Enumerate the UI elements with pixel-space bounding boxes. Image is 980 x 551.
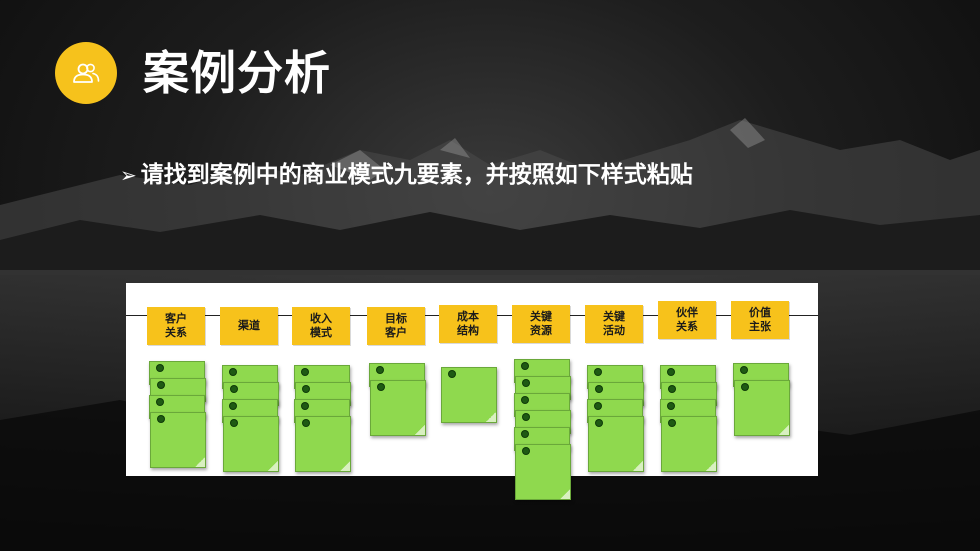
page-curl [560, 489, 570, 499]
instruction-line: ➢ 请找到案例中的商业模式九要素，并按照如下样式粘贴 [120, 158, 693, 192]
pushpin-icon [596, 420, 602, 426]
pushpin-icon [157, 399, 163, 405]
element-label: 目标 客户 [367, 307, 425, 345]
page-title: 案例分析 [143, 46, 331, 100]
page-curl [195, 457, 205, 467]
arrow-bullet-icon: ➢ [120, 163, 137, 187]
pushpin-icon [230, 369, 236, 375]
pushpin-icon [378, 384, 384, 390]
sticky-note [150, 412, 206, 468]
people-icon [73, 63, 100, 83]
element-label: 关键 资源 [512, 305, 570, 343]
page-curl [268, 461, 278, 471]
element-label: 价值 主张 [731, 301, 789, 339]
pushpin-icon [523, 414, 529, 420]
page-curl [486, 412, 496, 422]
sticky-note [588, 416, 644, 472]
element-label: 关键 活动 [585, 305, 643, 343]
pushpin-icon [302, 369, 308, 375]
sticky-note [223, 416, 279, 472]
pushpin-icon [522, 397, 528, 403]
page-curl [706, 461, 716, 471]
pushpin-icon [449, 371, 455, 377]
pushpin-icon [303, 386, 309, 392]
pushpin-icon [669, 420, 675, 426]
page-curl [415, 425, 425, 435]
business-model-canvas: 客户 关系渠道收入 模式目标 客户成本 结构关键 资源关键 活动伙伴 关系价值 … [126, 283, 818, 500]
pushpin-icon [303, 420, 309, 426]
pushpin-icon [669, 386, 675, 392]
pushpin-icon [522, 363, 528, 369]
page-curl [633, 461, 643, 471]
element-label: 渠道 [220, 307, 278, 345]
pushpin-icon [742, 384, 748, 390]
sticky-note [441, 367, 497, 423]
pushpin-icon [522, 431, 528, 437]
pushpin-icon [231, 386, 237, 392]
pushpin-icon [668, 403, 674, 409]
pushpin-icon [741, 367, 747, 373]
pushpin-icon [158, 416, 164, 422]
sticky-note [734, 380, 790, 436]
pushpin-icon [595, 403, 601, 409]
page-curl [340, 461, 350, 471]
pushpin-icon [230, 403, 236, 409]
element-label: 收入 模式 [292, 307, 350, 345]
logo-badge [55, 42, 117, 104]
page-curl [779, 425, 789, 435]
sticky-note [515, 444, 571, 500]
pushpin-icon [231, 420, 237, 426]
pushpin-icon [523, 448, 529, 454]
pushpin-icon [595, 369, 601, 375]
sticky-note [661, 416, 717, 472]
sticky-note [370, 380, 426, 436]
pushpin-icon [668, 369, 674, 375]
pushpin-icon [302, 403, 308, 409]
pushpin-icon [157, 365, 163, 371]
pushpin-icon [596, 386, 602, 392]
sticky-note [295, 416, 351, 472]
element-label: 伙伴 关系 [658, 301, 716, 339]
pushpin-icon [158, 382, 164, 388]
element-label: 成本 结构 [439, 305, 497, 343]
pushpin-icon [523, 380, 529, 386]
pushpin-icon [377, 367, 383, 373]
element-label: 客户 关系 [147, 307, 205, 345]
instruction-text: 请找到案例中的商业模式九要素，并按照如下样式粘贴 [140, 162, 693, 188]
